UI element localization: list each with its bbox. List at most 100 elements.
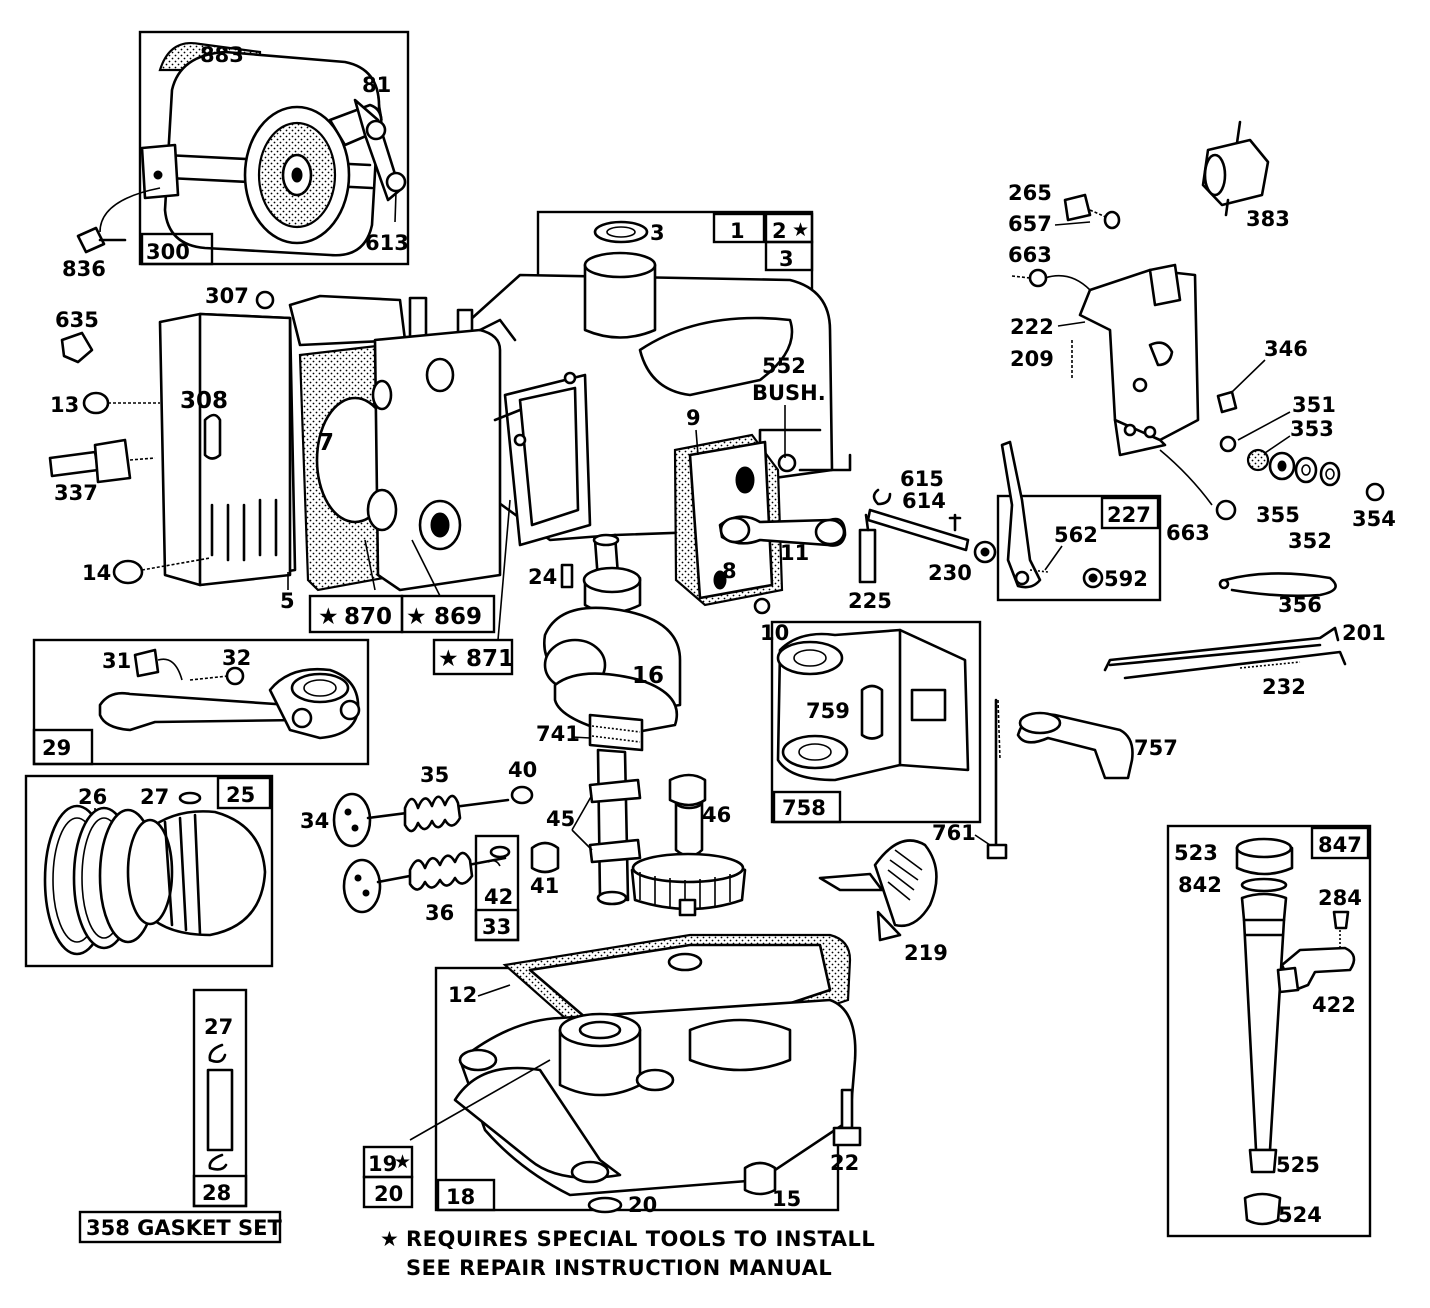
label-356: 356 xyxy=(1278,593,1322,617)
star-869: ★ xyxy=(406,604,427,630)
label-13: 13 xyxy=(50,393,79,417)
label-614: 614 xyxy=(902,489,946,513)
connecting-rod-group: 29 31 32 xyxy=(32,638,370,766)
label-562: 562 xyxy=(1054,523,1098,547)
label-209: 209 xyxy=(1010,347,1054,371)
label-34: 34 xyxy=(300,809,329,833)
label-32: 32 xyxy=(222,646,251,670)
label-225: 225 xyxy=(848,589,892,613)
label-7: 7 xyxy=(318,430,334,456)
breather-assembly: 9 8 11 10 24 xyxy=(528,406,847,645)
label-24: 24 xyxy=(528,565,557,589)
label-36: 36 xyxy=(425,901,454,925)
label-230: 230 xyxy=(928,561,972,585)
label-11: 11 xyxy=(780,541,809,565)
label-613: 613 xyxy=(365,231,409,255)
star-19: ★ xyxy=(394,1151,411,1173)
label-663a: 663 xyxy=(1008,243,1052,267)
label-8: 8 xyxy=(722,559,737,583)
label-219: 219 xyxy=(904,941,948,965)
label-29: 29 xyxy=(42,736,71,760)
label-870: 870 xyxy=(344,604,392,630)
bracket-758: 758 759 xyxy=(770,620,982,824)
label-40: 40 xyxy=(508,758,537,782)
label-27b: 27 xyxy=(204,1015,233,1039)
label-869: 869 xyxy=(434,604,482,630)
footnote-star: ★ xyxy=(380,1227,399,1251)
label-26: 26 xyxy=(78,785,107,809)
fitting-383: 383 xyxy=(1201,120,1290,231)
label-871: 871 xyxy=(466,646,514,672)
label-383: 383 xyxy=(1246,207,1290,231)
fastener-group: 346 351 353 355 352 354 663 xyxy=(1159,337,1396,553)
label-201: 201 xyxy=(1342,621,1386,645)
label-307: 307 xyxy=(205,284,249,308)
label-3a: 3 xyxy=(650,221,665,245)
label-bush: BUSH. xyxy=(752,381,826,405)
governor-parts-group: 757 761 219 xyxy=(818,698,1178,965)
label-523: 523 xyxy=(1174,841,1218,865)
label-33: 33 xyxy=(482,915,511,939)
star-871: ★ xyxy=(438,646,459,672)
label-22: 22 xyxy=(830,1151,859,1175)
label-46: 46 xyxy=(702,803,731,827)
label-14: 14 xyxy=(82,561,111,585)
label-847: 847 xyxy=(1318,833,1362,857)
link-rod-group: 356 201 232 xyxy=(1103,572,1386,699)
label-635: 635 xyxy=(55,308,99,332)
label-42: 42 xyxy=(484,885,513,909)
label-592: 592 xyxy=(1104,567,1148,591)
label-352: 352 xyxy=(1288,529,1332,553)
label-757: 757 xyxy=(1134,736,1178,760)
label-227: 227 xyxy=(1107,503,1151,527)
label-761: 761 xyxy=(932,821,976,845)
label-232: 232 xyxy=(1262,675,1306,699)
dipstick-group: 847 523 842 525 524 284 422 xyxy=(1166,824,1372,1238)
governor-link-group: 615 614 225 230 xyxy=(848,467,997,613)
label-1: 1 xyxy=(730,219,745,243)
label-35: 35 xyxy=(420,763,449,787)
label-883: 883 xyxy=(200,43,244,67)
label-20a: 20 xyxy=(374,1182,403,1206)
label-663b: 663 xyxy=(1166,521,1210,545)
label-27a: 27 xyxy=(140,785,169,809)
label-284: 284 xyxy=(1318,886,1362,910)
label-31: 31 xyxy=(102,649,131,673)
label-41: 41 xyxy=(530,874,559,898)
label-355: 355 xyxy=(1256,503,1300,527)
label-12: 12 xyxy=(448,983,477,1007)
label-346: 346 xyxy=(1264,337,1308,361)
label-842: 842 xyxy=(1178,873,1222,897)
label-759: 759 xyxy=(806,699,850,723)
label-351: 351 xyxy=(1292,393,1336,417)
label-16: 16 xyxy=(632,663,664,689)
camshaft-group: 46 xyxy=(630,773,747,917)
label-222: 222 xyxy=(1010,315,1054,339)
star-870: ★ xyxy=(318,604,339,630)
label-2: 2 xyxy=(772,219,787,243)
label-45: 45 xyxy=(546,807,575,831)
star-2: ★ xyxy=(792,219,809,241)
label-422: 422 xyxy=(1312,993,1356,1017)
label-28: 28 xyxy=(202,1181,231,1205)
label-354: 354 xyxy=(1352,507,1396,531)
label-9: 9 xyxy=(686,406,701,430)
label-3b: 3 xyxy=(779,247,794,271)
label-20b: 20 xyxy=(628,1193,657,1217)
label-615: 615 xyxy=(900,467,944,491)
label-836: 836 xyxy=(62,257,106,281)
label-10: 10 xyxy=(760,621,789,645)
air-cleaner-assembly: 883 81 613 300 836 xyxy=(62,30,410,281)
label-741: 741 xyxy=(536,722,580,746)
oil-sump-group: 18 12 20 19 ★ 20 22 15 xyxy=(362,933,862,1217)
gasket-set-group: 27 28 358 GASKET SET xyxy=(78,988,282,1244)
label-81: 81 xyxy=(362,73,391,97)
piston-ring-group: 25 26 27 xyxy=(24,774,274,968)
governor-lever-group: 227 562 592 xyxy=(996,440,1162,602)
cylinder-head-group: 307 306 635 308 13 337 14 5 7 xyxy=(48,284,522,676)
footnote-line-1: REQUIRES SPECIAL TOOLS TO INSTALL xyxy=(406,1227,875,1251)
label-337: 337 xyxy=(54,481,98,505)
label-gasket-set: 358 GASKET SET xyxy=(86,1216,282,1240)
valve-group: 35 40 34 36 42 33 41 45 xyxy=(300,758,642,942)
label-758: 758 xyxy=(782,796,826,820)
